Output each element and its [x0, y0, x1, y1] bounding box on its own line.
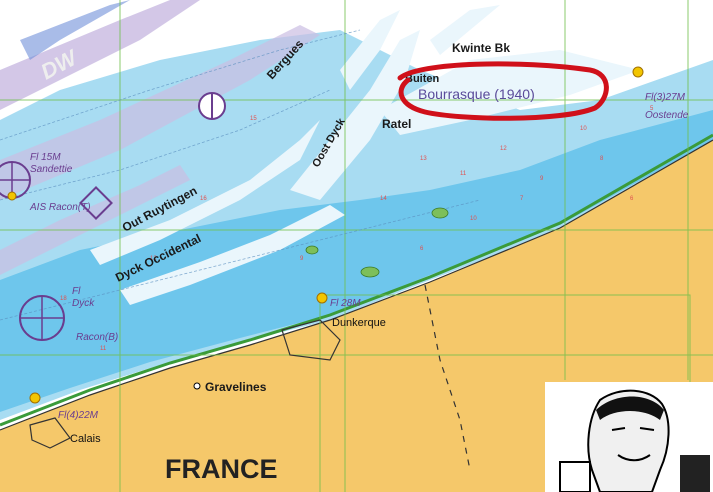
sandbank-oost-dyck	[290, 30, 420, 200]
label-sandettie: Sandettie	[30, 164, 73, 175]
svg-text:11: 11	[460, 171, 467, 177]
racon-diamond-icon	[79, 186, 113, 220]
dunkerque-harbor	[281, 319, 341, 361]
traffic-lane-3	[0, 165, 190, 275]
traffic-lane-2	[0, 25, 320, 200]
label-bourrasque: Bourrasque (1940)	[418, 86, 535, 102]
islet-2	[360, 266, 380, 278]
svg-text:10: 10	[470, 216, 477, 222]
svg-text:5: 5	[650, 106, 654, 112]
sandbank-north-1	[340, 10, 400, 90]
route-line	[424, 284, 471, 471]
depth-soundings: 13 11 12 9 8 14 10 7 15 16 12 18 6 10 5 6 9 11	[60, 106, 654, 352]
light-buoy-icon	[632, 66, 644, 78]
label-oostende-light: Fl(3)27M	[645, 92, 686, 103]
svg-text:16: 16	[200, 196, 207, 202]
compass-rose-icon	[198, 92, 226, 120]
label-ratel: Ratel	[382, 117, 411, 131]
label-dunkerque-light: Fl 28M	[330, 298, 361, 309]
very-shallow-zone	[0, 110, 713, 412]
town-marker	[193, 382, 201, 390]
svg-text:6: 6	[630, 196, 634, 202]
svg-text:12: 12	[150, 256, 157, 262]
islet-3	[305, 245, 319, 255]
traffic-lane-4	[20, 0, 130, 60]
label-fl-15m: Fl 15M	[30, 152, 61, 163]
svg-text:12: 12	[500, 146, 507, 152]
label-calais: Calais	[70, 433, 101, 445]
label-ais-racon-t: AIS Racon(T)	[29, 202, 91, 213]
calais-harbor	[29, 417, 71, 449]
label-calais-light: Fl(4)22M	[58, 410, 99, 421]
label-france: FRANCE	[165, 454, 278, 484]
svg-text:7: 7	[520, 196, 524, 202]
sandbank-ruytingen	[90, 120, 320, 265]
label-oostende: Oostende	[645, 110, 689, 121]
depth-contours	[0, 29, 481, 321]
islet-1	[431, 207, 449, 219]
svg-text:6: 6	[420, 246, 424, 252]
svg-text:13: 13	[420, 156, 427, 162]
label-racon-b: Racon(B)	[76, 332, 118, 343]
svg-text:11: 11	[100, 346, 107, 352]
label-gravelines: Gravelines	[205, 380, 267, 394]
svg-text:9: 9	[300, 256, 304, 262]
label-dunkerque: Dunkerque	[332, 317, 386, 329]
light-buoy-icon	[7, 191, 17, 201]
label-fl-dyck: Fl	[72, 286, 81, 297]
compass-rose-icon	[19, 295, 65, 341]
svg-text:9: 9	[540, 176, 544, 182]
svg-text:18: 18	[60, 296, 67, 302]
svg-text:8: 8	[600, 156, 604, 162]
label-buiten: Buiten	[405, 73, 440, 85]
label-dyck: Dyck	[72, 298, 95, 309]
svg-text:10: 10	[580, 126, 587, 132]
coast-dark-line	[0, 139, 713, 431]
svg-text:15: 15	[250, 116, 257, 122]
light-buoy-icon	[316, 292, 328, 304]
annotation-circle	[397, 61, 609, 121]
sandbank-north-2	[430, 5, 500, 55]
meme-face-icon	[545, 382, 713, 492]
land-france-belgium	[0, 140, 713, 492]
traffic-lane-1	[0, 0, 200, 110]
svg-text:14: 14	[380, 196, 387, 202]
light-buoy-icon	[29, 392, 41, 404]
label-kwinte-bk: Kwinte Bk	[452, 41, 510, 55]
